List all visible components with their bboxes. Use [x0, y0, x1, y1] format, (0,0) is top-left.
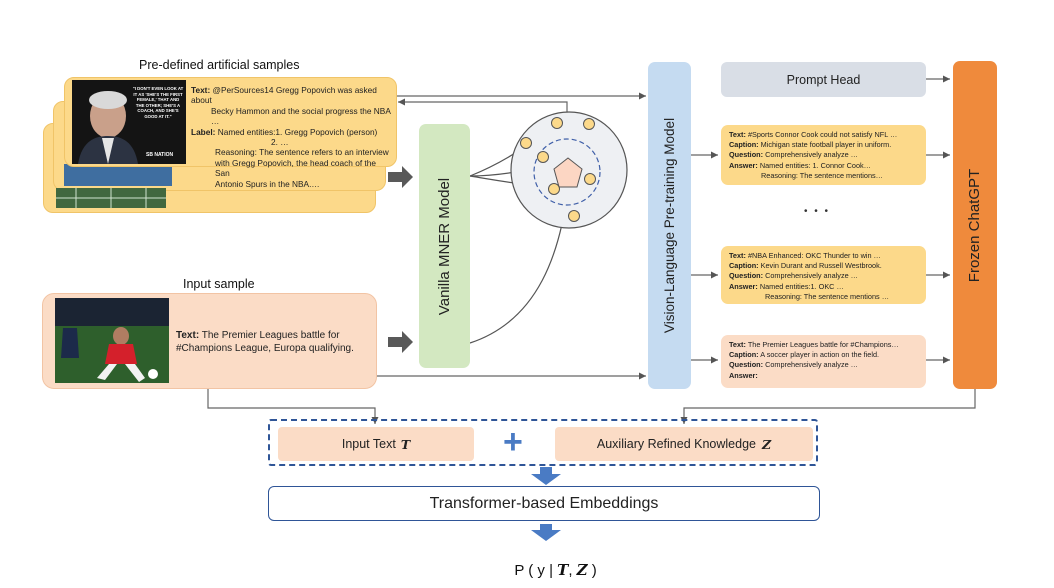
sample-dot — [520, 137, 532, 149]
formula-suffix: ) — [587, 562, 597, 579]
card2-text: #NBA Enhanced: OKC Thunder to win … — [747, 251, 881, 260]
input-text-label-bottom: Input Text — [341, 437, 396, 451]
prompt-head-label: Prompt Head — [786, 72, 861, 87]
card3-caption-label: Caption: — [729, 350, 759, 360]
card1-answer: Named entities: 1. Connor Cook… — [759, 160, 871, 170]
predefined-reasoning-line1: Reasoning: The sentence refers to an int… — [215, 147, 389, 158]
prompt-card-3: Text: The Premier Leagues battle for #Ch… — [721, 335, 926, 388]
plus-icon: + — [503, 423, 523, 461]
sample-dots — [520, 117, 596, 222]
input-sample-text-block: Text: The Premier Leagues battle for #Ch… — [176, 329, 371, 355]
card1-caption-label: Caption: — [729, 140, 759, 150]
predefined-text-line1: @PerSources14 Gregg Popovich was asked a… — [191, 85, 377, 106]
card1-question: Comprehensively analyze … — [765, 150, 858, 160]
card1-reasoning: Reasoning: The sentence mentions… — [761, 170, 883, 180]
card1-caption: Michigan state football player in unifor… — [760, 140, 892, 150]
vanilla-mner-model: Vanilla MNER Model — [419, 124, 470, 368]
soccer-image — [55, 298, 169, 383]
sample-dot — [551, 117, 563, 129]
card2-question: Comprehensively analyze … — [765, 271, 858, 281]
sample-dot — [568, 210, 580, 222]
formula-t: T — [557, 561, 569, 579]
input-text-var: T — [400, 436, 411, 452]
blue-arrow-to-embeddings — [531, 467, 561, 485]
blue-arrow-to-formula — [531, 524, 561, 541]
ellipsis: • • • — [804, 206, 831, 217]
input-text-line2: #Champions League, Europa qualifying. — [176, 343, 354, 354]
back-image-strip — [64, 164, 172, 186]
popovich-quote: "I DON'T EVEN LOOK AT IT AS 'SHE'S THE F… — [132, 86, 184, 119]
predefined-reasoning-line2: with Gregg Popovich, the head coach of t… — [215, 157, 376, 179]
formula-sep: , — [568, 562, 577, 579]
card2-question-label: Question: — [729, 271, 764, 281]
input-text-line1: The Premier Leagues battle for — [201, 330, 340, 341]
aux-knowledge-box: Auxiliary Refined Knowledge Z — [555, 427, 813, 461]
formula-z: Z — [576, 561, 588, 579]
arrow-input-to-input-text — [207, 387, 379, 424]
embeddings-label: Transformer-based Embeddings — [429, 494, 659, 512]
frozen-chatgpt: Frozen ChatGPT — [953, 61, 997, 389]
sample-dot — [537, 151, 549, 163]
predefined-title: Pre-defined artificial samples — [139, 58, 300, 72]
embeddings-box: Transformer-based Embeddings — [268, 486, 820, 521]
predefined-text-label: Text: — [191, 85, 211, 95]
popovich-image: "I DON'T EVEN LOOK AT IT AS 'SHE'S THE F… — [72, 80, 186, 164]
chatgpt-label: Frozen ChatGPT — [966, 168, 984, 282]
vlp-model-label: Vision-Language Pre-training Model — [662, 117, 678, 334]
card3-answer-label: Answer: — [729, 370, 758, 380]
card2-answer: Named entities:1. OKC … — [759, 281, 844, 291]
card3-question: Comprehensively analyze … — [765, 360, 858, 370]
card3-text-label: Text: — [729, 340, 746, 349]
sample-dot — [584, 173, 596, 185]
card3-question-label: Question: — [729, 360, 764, 370]
card1-text: #Sports Connor Cook could not satisfy NF… — [747, 130, 898, 139]
input-text-label: Text: — [176, 330, 200, 341]
card2-caption: Kevin Durant and Russell Westbrook. — [760, 261, 882, 271]
sample-dot — [548, 183, 560, 195]
card3-caption: A soccer player in action on the field. — [760, 350, 880, 360]
card3-text: The Premier Leagues battle for #Champion… — [747, 340, 899, 349]
sbnation-logo: SB NATION — [146, 152, 174, 158]
output-formula: P ( y | T, Z ) — [506, 544, 597, 579]
fusion-dashed-container — [268, 419, 818, 466]
sample-dot — [583, 118, 595, 130]
predefined-reasoning-line3: Antonio Spurs in the NBA.… — [215, 178, 320, 189]
vanilla-mner-label: Vanilla MNER Model — [436, 177, 453, 315]
predefined-text-block: Text: @PerSources14 Gregg Popovich was a… — [191, 85, 391, 189]
vlp-model: Vision-Language Pre-training Model — [648, 62, 691, 389]
predefined-label-line1: Named entities:1. Gregg Popovich (person… — [217, 126, 378, 137]
card2-caption-label: Caption: — [729, 261, 759, 271]
prompt-head: Prompt Head — [721, 62, 926, 97]
aux-knowledge-label: Auxiliary Refined Knowledge — [596, 437, 756, 451]
card2-answer-label: Answer: — [729, 281, 758, 291]
predefined-label-line2: 2. … — [271, 137, 289, 148]
pentagon-icon — [553, 157, 583, 188]
prompt-card-1: Text: #Sports Connor Cook could not sati… — [721, 125, 926, 185]
inner-dashed-circle — [533, 138, 601, 206]
prompt-card-2: Text: #NBA Enhanced: OKC Thunder to win … — [721, 246, 926, 304]
card2-reasoning: Reasoning: The sentence mentions … — [765, 291, 889, 301]
formula-prefix: P ( y | — [514, 562, 558, 579]
card1-text-label: Text: — [729, 130, 746, 139]
card2-text-label: Text: — [729, 251, 746, 260]
back-image-field — [56, 188, 166, 208]
predefined-text-line2: Becky Hammon and the social progress the… — [211, 105, 391, 127]
prototype-space — [510, 111, 628, 229]
aux-knowledge-var: Z — [762, 436, 772, 452]
input-text-box: Input Text T — [278, 427, 474, 461]
fat-arrow-input-to-vanilla — [388, 331, 413, 353]
arrow-chatgpt-to-aux — [680, 389, 976, 424]
predefined-label-label: Label: — [191, 126, 216, 137]
fat-arrow-samples-to-vanilla — [388, 166, 413, 188]
card1-question-label: Question: — [729, 150, 764, 160]
card1-answer-label: Answer: — [729, 160, 758, 170]
input-sample-title: Input sample — [183, 277, 255, 291]
